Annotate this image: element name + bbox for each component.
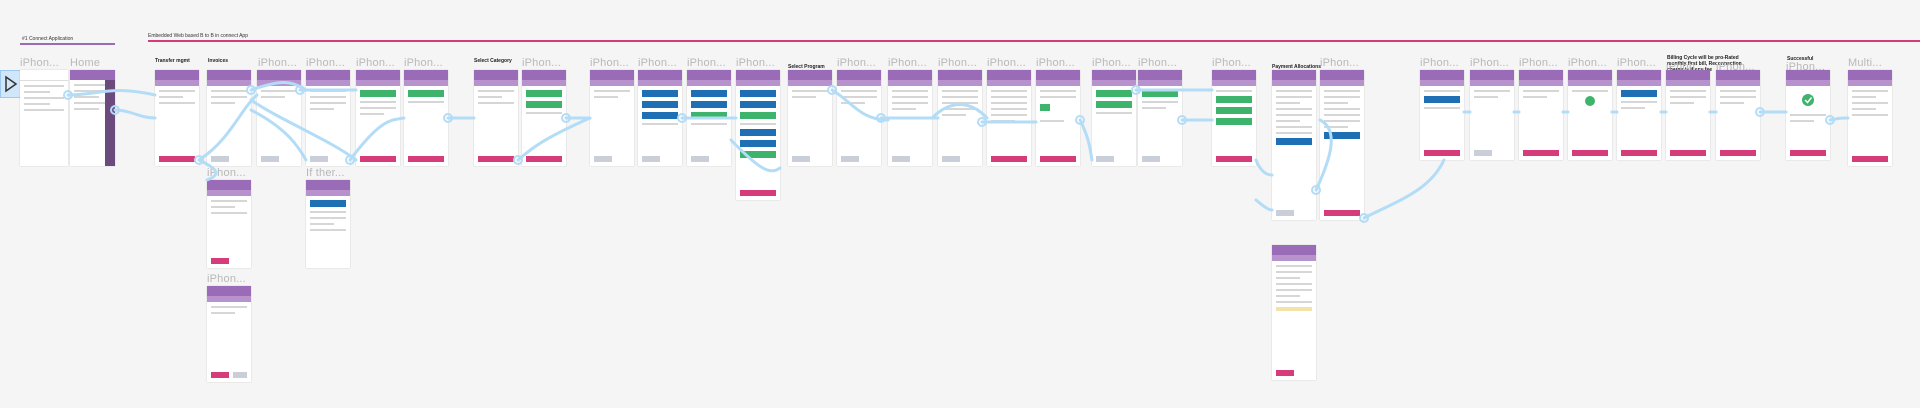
phone-screen[interactable] [1036,70,1080,166]
frame-label: iPhon... [1470,57,1509,69]
phone-screen[interactable] [155,70,199,166]
frame-label: iPhon... [1568,57,1607,69]
phone-screen[interactable] [1716,70,1760,160]
phone-screen-success[interactable] [1786,70,1830,160]
phone-screen[interactable] [837,70,881,166]
frame-label: iPhon... [522,57,561,69]
phone-screen[interactable] [1212,70,1256,166]
frame-title: Payment Allocations [1272,64,1321,70]
frame-label: iPhon... [20,57,59,69]
frame-label: iPhon... [207,273,246,285]
prototype-play-button[interactable] [0,70,22,98]
frame-label: iPhon... [356,57,395,69]
frame-label: iPhon... [837,57,876,69]
phone-screen[interactable] [1519,70,1563,160]
phone-screen[interactable] [257,70,301,166]
phone-screen[interactable] [522,70,566,166]
frame-label: iPhon... [687,57,726,69]
phone-screen[interactable] [306,70,350,166]
frame-label: iPhon... [987,57,1026,69]
phone-screen[interactable] [1666,70,1710,160]
play-icon [5,75,18,93]
frame-title: Select Program [788,64,825,70]
frame-title: Invoices [208,58,229,64]
frame-label-home: Home [70,57,101,69]
phone-screen[interactable] [687,70,731,166]
frame-label: iPhon... [1617,57,1656,69]
frame-label: iPhon... [1420,57,1459,69]
phone-screen-home-app[interactable] [20,70,68,166]
phone-screen[interactable] [1617,70,1661,160]
phone-screen[interactable] [1420,70,1464,160]
frame-label: iPhon... [404,57,443,69]
phone-screen[interactable] [888,70,932,166]
frame-label: iPhon... [1036,57,1075,69]
phone-screen[interactable] [1092,70,1136,166]
phone-screen[interactable] [1272,70,1316,220]
phone-screen[interactable] [1138,70,1182,166]
frame-label: iPhon... [306,57,345,69]
frame-label: iPhon... [1212,57,1251,69]
frame-label-multi: Multi... [1848,57,1882,69]
phone-screen[interactable] [1568,70,1612,160]
phone-screen[interactable] [207,180,251,268]
phone-screen[interactable] [1320,70,1364,220]
phone-screen[interactable] [207,286,251,382]
frame-label: iPhon... [638,57,677,69]
frame-label: iPhon... [1138,57,1177,69]
frame-label: iPhon... [1519,57,1558,69]
phone-screen[interactable] [1470,70,1514,160]
frame-label: iPhon... [258,57,297,69]
phone-screen[interactable] [207,70,251,166]
phone-screen-home-menu[interactable] [70,70,115,166]
frame-title: Successful [1787,56,1814,62]
section-label-embedded-web: Embedded Web based B to B in connect App [148,33,248,39]
check-icon [1802,94,1814,106]
frame-label: iPhon... [888,57,927,69]
section-underline [20,43,115,45]
phone-screen[interactable] [1272,245,1316,380]
phone-screen[interactable] [356,70,400,166]
phone-screen[interactable] [590,70,634,166]
phone-screen[interactable] [987,70,1031,166]
phone-screen[interactable] [638,70,682,166]
phone-screen[interactable] [938,70,982,166]
section-label-connect-app: #1 Connect Application [22,36,74,42]
phone-screen[interactable] [788,70,832,166]
frame-label: iPhon... [938,57,977,69]
phone-screen[interactable] [306,180,350,268]
frame-label: iPhon... [1320,57,1359,69]
frame-label: iPhon... [590,57,629,69]
phone-screen-multi[interactable] [1848,70,1892,166]
frame-title: Select Category [474,58,512,64]
phone-screen[interactable] [404,70,448,166]
frame-label: iPhon... [736,57,775,69]
section-underline-long [148,40,1920,42]
frame-label: iPhon... [207,167,246,179]
frame-title: Transfer mgmt [155,58,190,64]
frame-label-if-there: If ther... [306,167,345,179]
frame-label: iPhon... [1092,57,1131,69]
phone-screen[interactable] [736,70,780,200]
phone-screen[interactable] [474,70,518,166]
